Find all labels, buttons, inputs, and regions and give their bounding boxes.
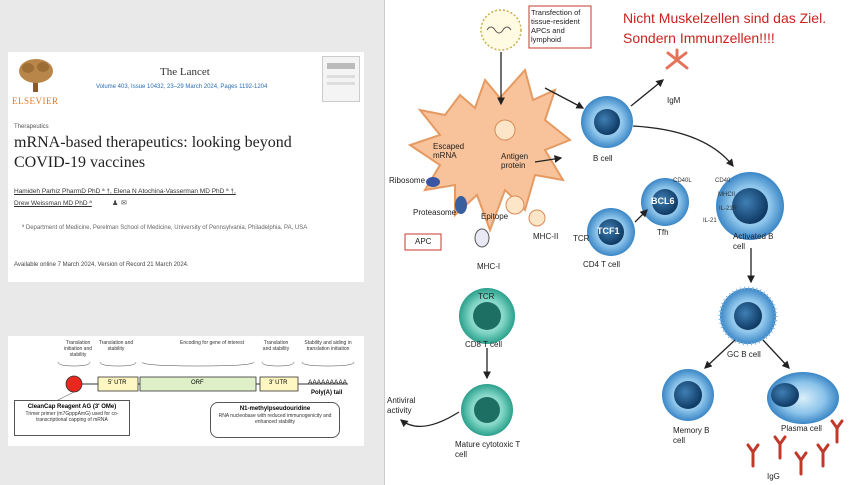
activated-b-label: Activated B cell (733, 232, 774, 251)
proteasome-label: Proteasome (413, 208, 457, 217)
lnp-particle (480, 9, 522, 51)
authors-line1[interactable]: Hamideh Parhiz PharmD PhD ª †, Elena N A… (14, 188, 236, 195)
n1-title: N1-methylpseudouridine (239, 406, 311, 412)
utr3-label: 3′ UTR (269, 380, 288, 386)
orf-label: ORF (191, 380, 204, 386)
cd8-label: CD8 T cell (465, 340, 503, 349)
tfh-label: Tfh (657, 228, 669, 237)
immunology-diagram-panel: Transfection of tissue-resident APCs and… (384, 0, 851, 485)
antigen-protein-label: Antigen protein (501, 152, 529, 170)
mature-ctl-label: Mature cytotoxic T cell (455, 440, 521, 459)
article-title-line2: COVID-19 vaccines (14, 154, 146, 171)
cd40l-label: CD40L (673, 178, 692, 184)
mhc2-label: MHC-II (533, 232, 559, 241)
plasma-label: Plasma cell (781, 424, 822, 433)
il21r-label: IL-21R (719, 206, 738, 212)
b-cell-label: B cell (593, 154, 613, 163)
publisher-label: ELSEVIER (12, 96, 59, 106)
elsevier-tree-logo (19, 59, 53, 92)
utr3-description: Translation and stability (262, 340, 290, 352)
lancet-cover-thumbnail[interactable] (322, 56, 360, 102)
cd4-label: CD4 T cell (583, 260, 621, 269)
igg-antibodies (746, 419, 844, 476)
n1-box: N1-methylpseudouridine RNA nucleobase wi… (210, 402, 340, 438)
transfection-box (528, 5, 592, 49)
note-line1: Nicht Muskelzellen sind das Ziel. (623, 10, 827, 26)
orf-description: Encoding for gene of interest (180, 340, 244, 346)
n1-text: RNA nucleobase with reduced immunogenici… (218, 413, 332, 425)
article-title-line1: mRNA-based therapeutics: looking beyond (14, 134, 292, 151)
epitope-label: Epitope (481, 212, 509, 221)
il21-label: IL-21 (703, 218, 717, 224)
section-label: Therapeutics (14, 124, 49, 130)
volume-link[interactable]: Volume 403, Issue 10432, 23–29 March 202… (96, 84, 268, 90)
polya-label: Poly(A) tail (311, 390, 343, 396)
igm-antibody (665, 48, 689, 70)
mrna-structure-card: Translation initiation and stability Tra… (8, 336, 364, 446)
email-icon[interactable]: ✉ (121, 200, 127, 207)
utr3-box (259, 376, 299, 392)
affiliation-text: ª Department of Medicine, Perelman Schoo… (22, 225, 308, 231)
cleancap-title: CleanCap Reagent AG (3′ OMe) (27, 404, 117, 410)
cd40-label: CD40 (715, 178, 731, 184)
apc-label: APC (415, 237, 432, 246)
utr5-label: 5′ UTR (108, 380, 127, 386)
tcr-cd4-label: TCR (573, 234, 590, 243)
escaped-mrna-label: Escaped mRNA (433, 142, 465, 160)
bcl6-label: BCL6 (651, 196, 675, 206)
gc-b-label: GC B cell (727, 350, 761, 359)
immune-pathway-diagram (399, 5, 844, 476)
availability-text: Available online 7 March 2024, Version o… (14, 262, 189, 268)
polya-description: Stability and aiding in translation init… (304, 340, 352, 352)
apc-box (404, 233, 442, 251)
memory-b-label: Memory B cell (673, 426, 710, 445)
person-icon[interactable]: ♟ (112, 200, 119, 207)
mhcii-label: MHCII (718, 192, 735, 198)
cap-description: Translation initiation and stability (63, 340, 93, 358)
cleancap-text: Trimer primer (m7GpppAmG) used for co-tr… (25, 411, 119, 423)
transfection-text: Transfection of tissue-resident APCs and… (531, 8, 581, 44)
tcf1-label: TCF1 (597, 226, 620, 236)
journal-title[interactable]: The Lancet (160, 66, 210, 78)
five-prime-cap (65, 375, 83, 393)
igg-label: IgG (767, 472, 780, 481)
mhc1-label: MHC-I (477, 262, 501, 271)
utr5-box (97, 376, 139, 392)
authors-line2[interactable]: Drew Weissman MD PhD ª (14, 200, 92, 207)
polya-sequence: AAAAAAAAA (308, 379, 348, 386)
igm-label: IgM (667, 96, 681, 105)
orf-box (139, 376, 257, 392)
tcr-cd8-label: TCR (478, 292, 495, 301)
cleancap-box: CleanCap Reagent AG (3′ OMe) Trimer prim… (14, 400, 130, 436)
ribosome-label: Ribosome (389, 176, 426, 185)
mrna-construct-diagram (57, 361, 355, 401)
utr5-description: Translation and stability (98, 340, 134, 352)
note-line2: Sondern Immunzellen!!!! (623, 30, 775, 46)
paper-card: ELSEVIER The Lancet Volume 403, Issue 10… (8, 52, 364, 282)
antiviral-label: Antiviral activity (387, 396, 416, 415)
